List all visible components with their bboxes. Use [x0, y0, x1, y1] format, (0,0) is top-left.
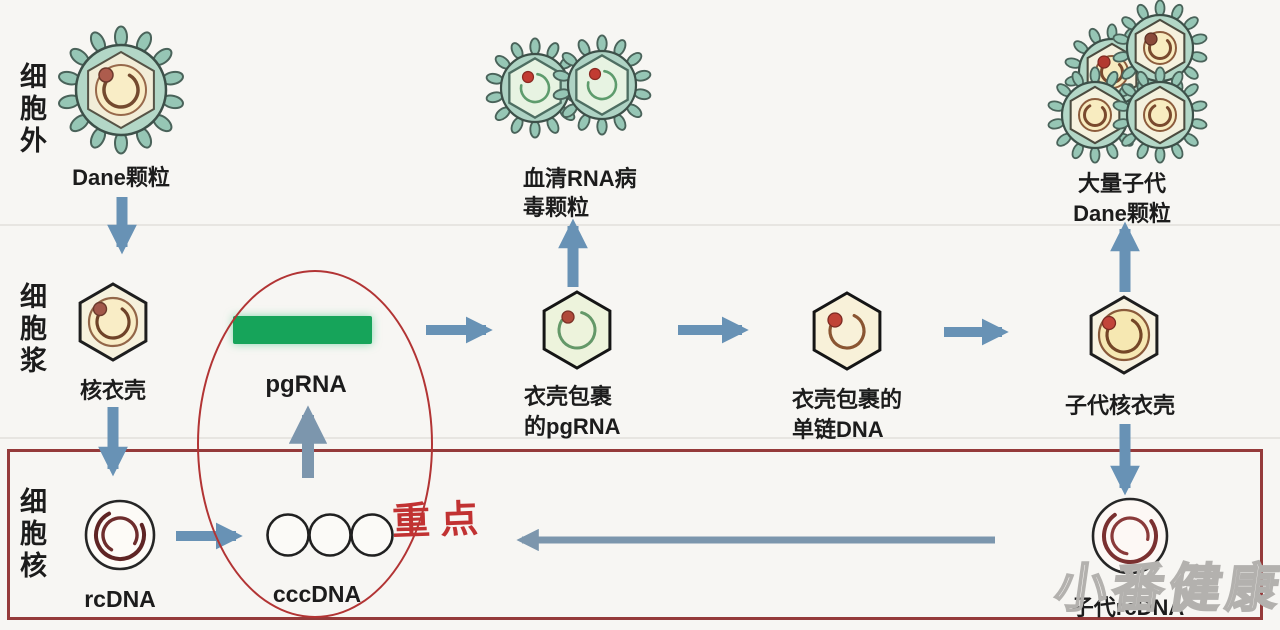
nucleus-box — [7, 449, 1263, 620]
progeny-dane-cluster-icon — [1040, 0, 1230, 170]
progeny-nucleocapsid-icon — [1089, 295, 1159, 375]
capsid-pgrna-label: 衣壳包裹 的pgRNA — [524, 382, 621, 442]
progeny-rcdna-label: 子代rcDNA — [1071, 595, 1185, 620]
progeny-dane-label: 大量子代 Dane颗粒 — [1073, 169, 1171, 229]
progeny-dane-label-line1: 大量子代 — [1077, 171, 1166, 196]
serum-rna-virus-label: 血清RNA病 毒颗粒 — [523, 164, 637, 222]
capsid-ssdna-label: 衣壳包裹的 单链DNA — [792, 385, 902, 445]
dane-particle-icon — [56, 25, 186, 155]
progeny-rcdna-icon — [1091, 497, 1169, 575]
capsid-ssdna-icon — [812, 291, 882, 371]
region-label-extracellular: 细胞外 — [16, 62, 46, 158]
membrane-line-nuclear — [0, 437, 1280, 439]
region-label-cytoplasm: 细胞浆 — [16, 282, 46, 378]
progeny-nucleocapsid-label: 子代核衣壳 — [1064, 393, 1176, 418]
serum-rna-virus-icon — [472, 25, 662, 155]
capsid-pgrna-icon — [542, 290, 612, 370]
serum-rna-virus-label-line1: 血清RNA病 — [523, 166, 637, 191]
emphasis-ellipse — [197, 270, 433, 618]
key-point-annotation: 重点 — [391, 498, 489, 544]
capsid-ssdna-label-line1: 衣壳包裹的 — [792, 387, 903, 412]
region-label-nucleus: 细胞核 — [16, 487, 46, 583]
cccdna-label: cccDNA — [272, 581, 362, 607]
nucleocapsid-label: 核衣壳 — [79, 378, 147, 403]
nucleocapsid-icon — [78, 282, 148, 362]
pgrna-label: pgRNA — [265, 371, 347, 398]
rcdna-icon — [84, 499, 156, 571]
capsid-pgrna-label-line2: 的pgRNA — [524, 414, 621, 439]
capsid-pgrna-label-line1: 衣壳包裹 — [524, 384, 613, 409]
progeny-dane-label-line2: Dane颗粒 — [1073, 201, 1171, 226]
membrane-line-extracellular — [0, 224, 1280, 226]
serum-rna-virus-label-line2: 毒颗粒 — [523, 195, 590, 220]
watermark: 小番健康 — [1050, 559, 1280, 619]
dane-particle-label: Dane颗粒 — [72, 165, 170, 190]
capsid-ssdna-label-line2: 单链DNA — [792, 417, 884, 442]
rcdna-label: rcDNA — [84, 586, 156, 612]
